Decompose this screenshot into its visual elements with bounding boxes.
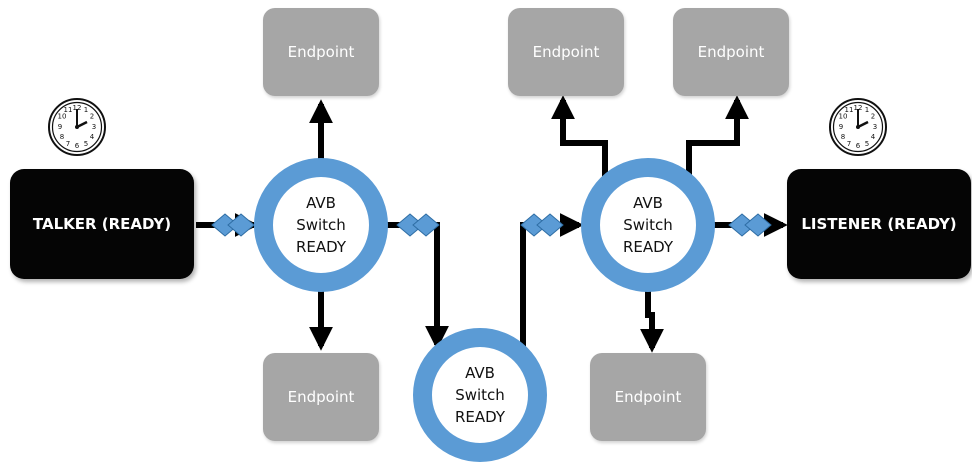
endpoint-top-middle: Endpoint: [508, 8, 624, 96]
endpoint-top-right: Endpoint: [673, 8, 789, 96]
listener-node: LISTENER (READY): [787, 169, 971, 279]
switch-line-1: AVB: [306, 194, 336, 212]
avb-switch-2: AVB Switch READY: [581, 158, 715, 292]
arrow-switch2-to-endpoint-top-right: [686, 95, 749, 182]
endpoint-label: Endpoint: [287, 388, 355, 406]
talker-node: TALKER (READY): [10, 169, 194, 279]
talker-label: TALKER (READY): [32, 215, 172, 233]
stream-diamond-icon: [744, 213, 772, 237]
svg-text:12: 12: [854, 104, 863, 112]
stream-diamond-icon: [536, 213, 564, 237]
endpoint-label: Endpoint: [697, 43, 765, 61]
switch-line-2: Switch: [296, 216, 346, 234]
endpoint-label: Endpoint: [532, 43, 600, 61]
svg-text:8: 8: [60, 133, 64, 141]
switch-line-2: Switch: [623, 216, 673, 234]
svg-text:1: 1: [865, 106, 869, 114]
svg-text:6: 6: [75, 142, 80, 150]
switch-line-2: Switch: [455, 386, 505, 404]
switch-line-1: AVB: [633, 194, 663, 212]
svg-text:5: 5: [84, 140, 88, 148]
stream-diamond-icon: [227, 213, 255, 237]
arrow-switch1-to-switch3: [380, 222, 449, 350]
svg-text:9: 9: [839, 123, 843, 131]
svg-text:5: 5: [865, 140, 869, 148]
switch-line-1: AVB: [465, 364, 495, 382]
svg-text:10: 10: [58, 113, 67, 121]
svg-text:2: 2: [90, 113, 94, 121]
endpoint-top-left: Endpoint: [263, 8, 379, 96]
endpoint-bottom-left: Endpoint: [263, 353, 379, 441]
svg-text:8: 8: [841, 133, 845, 141]
svg-text:4: 4: [90, 133, 95, 141]
endpoint-label: Endpoint: [287, 43, 355, 61]
arrow-switch2-to-endpoint-bottom: [640, 283, 664, 353]
svg-text:2: 2: [871, 113, 875, 121]
arrow-switch3-to-switch2: [520, 213, 584, 352]
switch-line-3: READY: [622, 238, 674, 256]
endpoint-bottom-right: Endpoint: [590, 353, 706, 441]
svg-text:11: 11: [845, 106, 854, 114]
svg-text:3: 3: [92, 123, 96, 131]
svg-text:7: 7: [847, 140, 851, 148]
endpoint-label: Endpoint: [614, 388, 682, 406]
svg-text:4: 4: [871, 133, 876, 141]
svg-text:1: 1: [84, 106, 88, 114]
avb-switch-1: AVB Switch READY: [254, 158, 388, 292]
svg-text:10: 10: [839, 113, 848, 121]
svg-text:6: 6: [856, 142, 861, 150]
svg-text:7: 7: [66, 140, 70, 148]
avb-switch-3: AVB Switch READY: [413, 328, 547, 462]
listener-label: LISTENER (READY): [801, 215, 957, 233]
svg-text:11: 11: [64, 106, 73, 114]
svg-text:9: 9: [58, 123, 62, 131]
stream-diamond-icon: [412, 213, 440, 237]
switch-line-3: READY: [454, 408, 506, 426]
svg-text:3: 3: [873, 123, 877, 131]
switch-line-3: READY: [295, 238, 347, 256]
svg-text:12: 12: [73, 104, 82, 112]
arrow-switch2-to-endpoint-top-left: [551, 95, 608, 182]
